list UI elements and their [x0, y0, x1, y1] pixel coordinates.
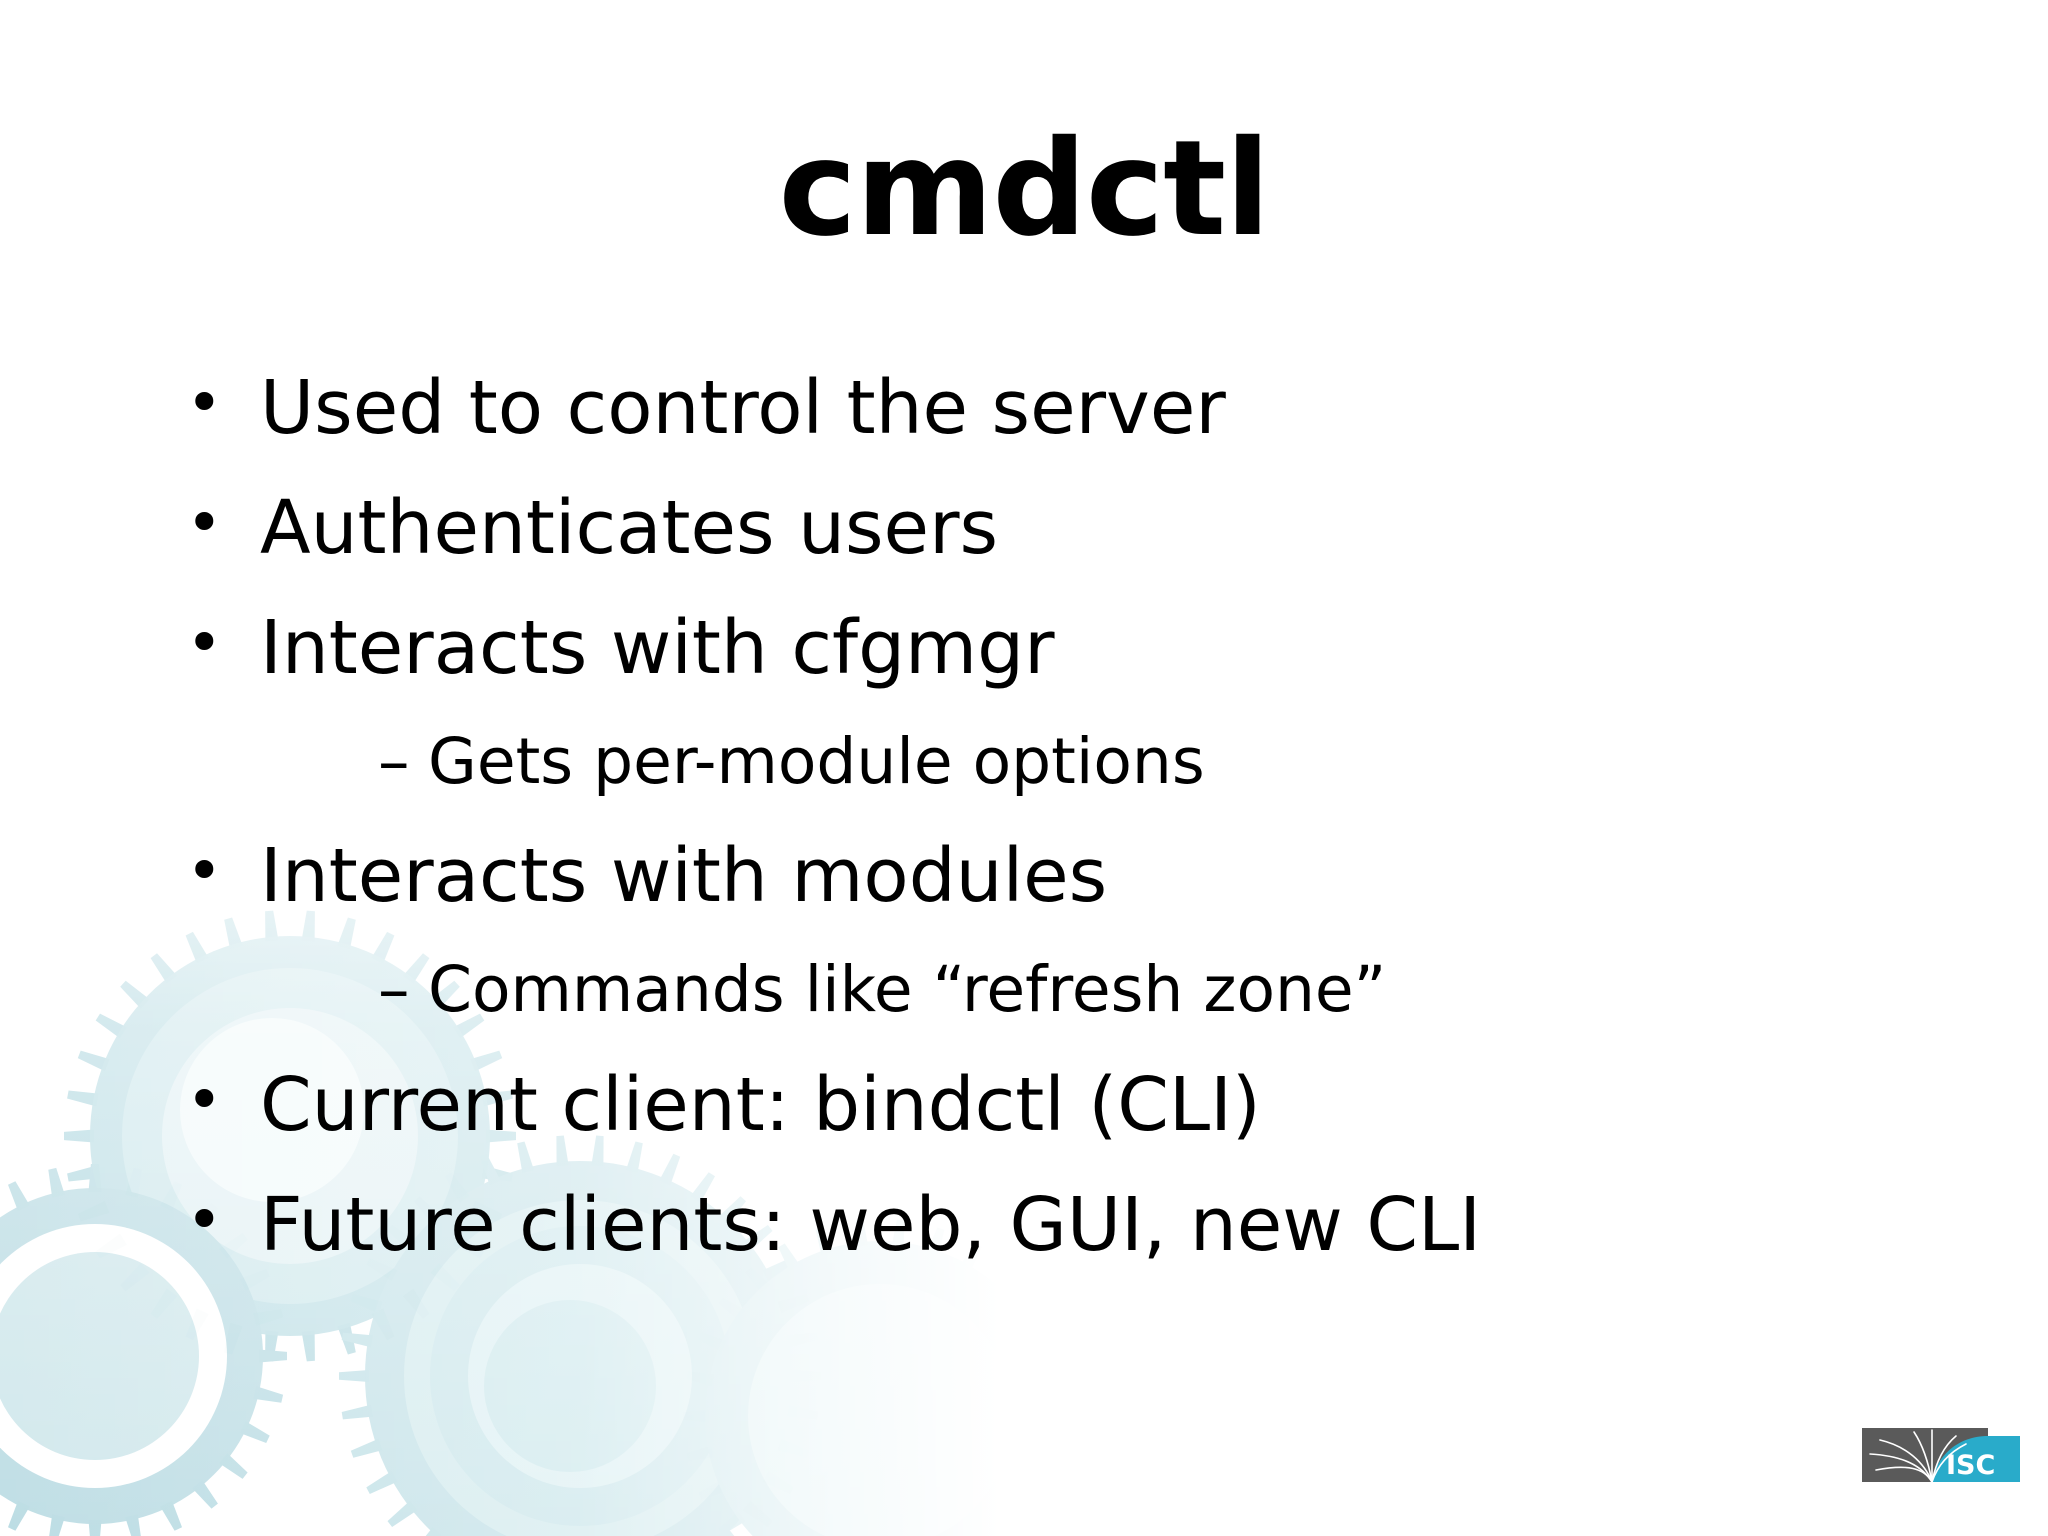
bullet-text: Authenticates users: [260, 485, 999, 572]
isc-logo-text: ISC: [1946, 1450, 1995, 1481]
bullet-marker-icon: •: [186, 486, 223, 560]
bullet-item: • Interacts with modules: [0, 828, 2048, 924]
bullet-item: • Authenticates users: [0, 480, 2048, 576]
sub-bullet-item: –Commands like “refresh zone”: [0, 949, 2048, 1031]
slide-title: cmdctl: [778, 112, 1271, 266]
bullet-item: • Current client: bindctl (CLI): [0, 1057, 2048, 1153]
dash-marker-icon: –: [378, 724, 410, 798]
bullet-marker-icon: •: [186, 1182, 223, 1256]
bullet-text: Interacts with cfgmgr: [260, 605, 1055, 692]
bullet-item: • Future clients: web, GUI, new CLI: [0, 1177, 2048, 1273]
bullet-text: Future clients: web, GUI, new CLI: [260, 1181, 1482, 1268]
dash-marker-icon: –: [378, 952, 410, 1026]
bullet-text: Gets per-module options: [428, 724, 1205, 798]
bullet-text: Used to control the server: [260, 365, 1226, 451]
bullet-marker-icon: •: [186, 366, 223, 439]
bullet-marker-icon: •: [186, 606, 223, 680]
bullet-item: • Interacts with cfgmgr: [0, 600, 2048, 696]
isc-logo: ISC: [1862, 1428, 2020, 1494]
bullet-text: Current client: bindctl (CLI): [260, 1061, 1261, 1148]
bullet-text: Interacts with modules: [260, 833, 1108, 920]
bullet-item: • Used to control the server: [0, 360, 2048, 456]
sub-bullet-item: –Gets per-module options: [0, 721, 2048, 803]
bullet-marker-icon: •: [186, 834, 223, 908]
bullet-list: • Used to control the server • Authenticate…: [0, 360, 2048, 1297]
bullet-text: Commands like “refresh zone”: [428, 952, 1387, 1026]
bullet-marker-icon: •: [186, 1062, 223, 1136]
